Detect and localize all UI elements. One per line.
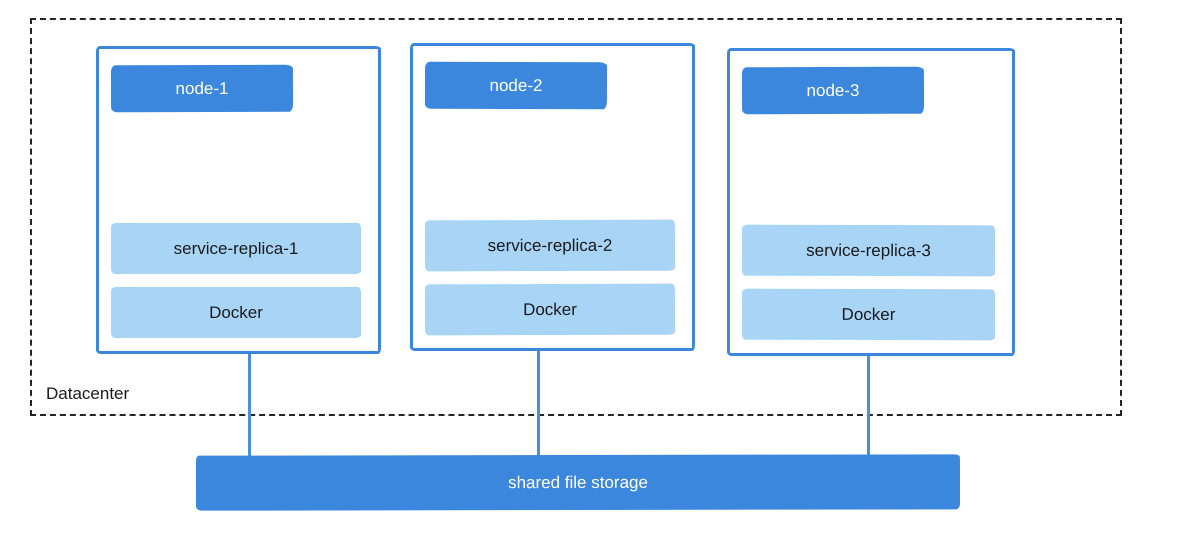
service-replica-box-2: service-replica-2: [424, 219, 676, 272]
node-spacer: [742, 114, 995, 212]
connector-line-node1-storage: [248, 354, 251, 456]
service-replica-box-3: service-replica-3: [741, 224, 996, 277]
docker-box-3: Docker: [741, 288, 996, 341]
node-box-1: node-1 service-replica-1 Docker: [96, 46, 381, 354]
docker-box-2: Docker: [424, 283, 676, 336]
service-replica-box-1: service-replica-1: [111, 223, 361, 274]
docker-box-1: Docker: [111, 287, 361, 338]
node-box-3: node-3 service-replica-3 Docker: [727, 48, 1015, 356]
node-title-2: node-2: [424, 61, 608, 110]
shared-file-storage-bar: shared file storage: [195, 454, 961, 511]
node-spacer: [425, 109, 675, 207]
node-title-3: node-3: [741, 66, 925, 115]
node-box-2: node-2 service-replica-2 Docker: [410, 43, 695, 351]
node-spacer: [111, 112, 361, 210]
datacenter-label: Datacenter: [46, 384, 130, 403]
connector-line-node3-storage: [867, 356, 870, 456]
node-title-1: node-1: [110, 64, 294, 113]
datacenter-boundary: Datacenter: [30, 18, 1122, 416]
connector-line-node2-storage: [537, 351, 540, 456]
